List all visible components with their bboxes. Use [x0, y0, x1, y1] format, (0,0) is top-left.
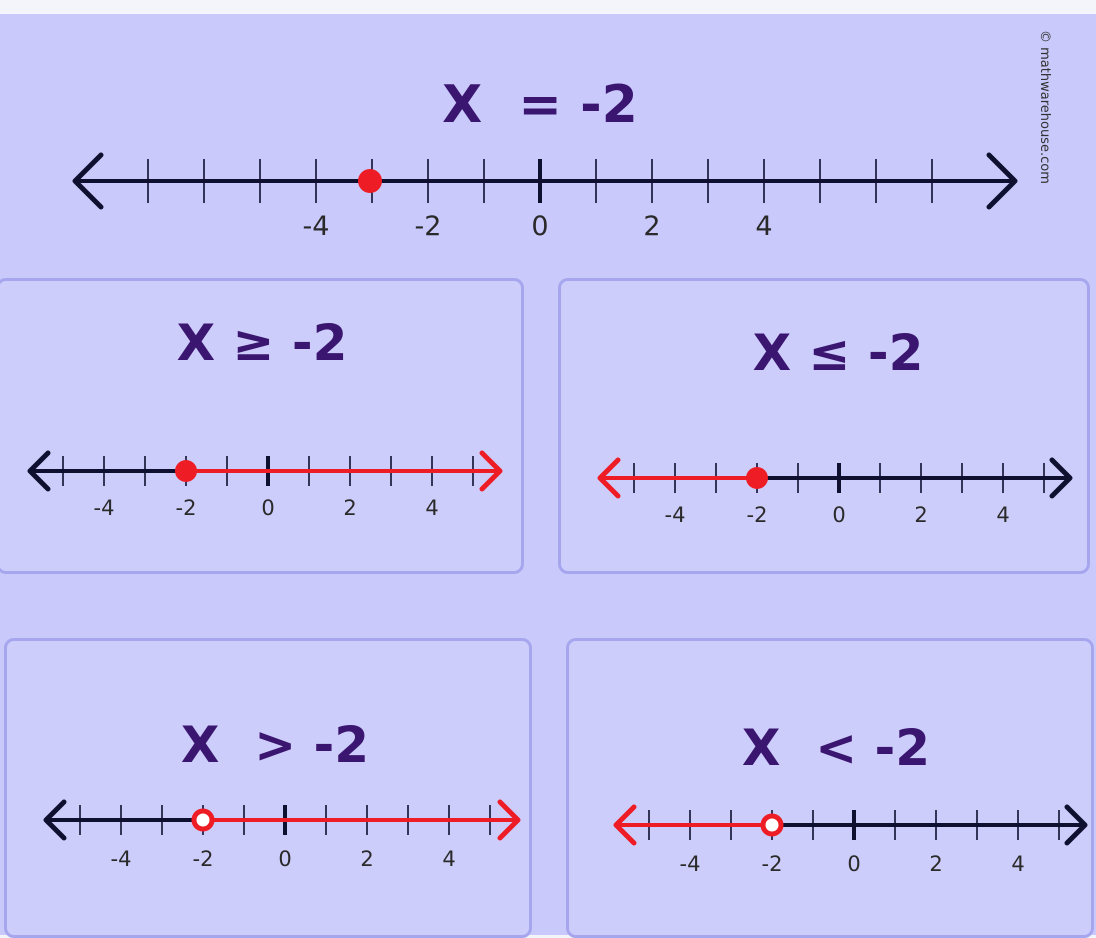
- tick-label: 4: [1011, 852, 1024, 876]
- number-line-ge: X ≥ -2 -4 -2 0 2 4: [27, 314, 503, 520]
- tick-label: 4: [996, 503, 1009, 527]
- left-arrow-icon: [43, 799, 67, 841]
- tick-label: 2: [914, 503, 927, 527]
- panel-greater-than: [4, 638, 532, 938]
- tick-label: 0: [847, 852, 860, 876]
- tick-label: 4: [425, 496, 438, 520]
- open-point: [760, 813, 784, 837]
- right-arrow-icon: [497, 799, 521, 841]
- left-arrow-icon: [613, 804, 637, 846]
- tick-label: 2: [929, 852, 942, 876]
- tick-label: -2: [762, 852, 783, 876]
- tick-label: 4: [442, 847, 455, 871]
- tick-label: 0: [832, 503, 845, 527]
- left-arrow-icon: [27, 450, 51, 492]
- filled-point: [746, 467, 768, 489]
- number-line-eq: X = -2 -4 -2 0 2 4: [72, 75, 1018, 242]
- inequality-heading: X > -2: [181, 716, 369, 774]
- inequality-heading: X ≥ -2: [177, 314, 348, 372]
- tick-label: -4: [111, 847, 132, 871]
- tick-label: 4: [755, 211, 772, 242]
- inequality-heading: X = -2: [442, 75, 638, 135]
- tick-label: 0: [531, 211, 548, 242]
- number-line-le: X ≤ -2 -4 -2 0 2 4: [597, 324, 1073, 527]
- left-arrow-icon: [597, 457, 621, 499]
- tick-label: -4: [303, 211, 330, 242]
- panel-greater-equal: [0, 278, 524, 574]
- tick-label: -2: [415, 211, 442, 242]
- right-arrow-icon: [1049, 457, 1073, 499]
- tick-label: 2: [360, 847, 373, 871]
- right-arrow-icon: [986, 152, 1018, 210]
- tick-label: -2: [176, 496, 197, 520]
- inequality-heading: X < -2: [742, 719, 930, 777]
- tick-label: 2: [643, 211, 660, 242]
- credit-watermark: © mathwarehouse.com: [1037, 30, 1052, 184]
- tick-label: 0: [261, 496, 274, 520]
- number-line-lt: X < -2 -4 -2 0 2 4: [613, 719, 1088, 876]
- tick-label: -4: [94, 496, 115, 520]
- tick-label: -4: [680, 852, 701, 876]
- filled-point: [175, 460, 197, 482]
- right-arrow-icon: [1064, 804, 1088, 846]
- filled-point: [358, 169, 382, 193]
- panel-less-than: [566, 638, 1094, 938]
- panel-less-equal: [558, 278, 1090, 574]
- tick-label: 0: [278, 847, 291, 871]
- tick-label: -2: [747, 503, 768, 527]
- number-line-gt: X > -2 -4 -2 0 2 4: [43, 716, 521, 871]
- open-point: [191, 808, 215, 832]
- left-arrow-icon: [72, 152, 104, 210]
- tick-label: -4: [665, 503, 686, 527]
- right-arrow-icon: [479, 450, 503, 492]
- tick-label: -2: [193, 847, 214, 871]
- inequality-heading: X ≤ -2: [753, 324, 924, 382]
- tick-label: 2: [343, 496, 356, 520]
